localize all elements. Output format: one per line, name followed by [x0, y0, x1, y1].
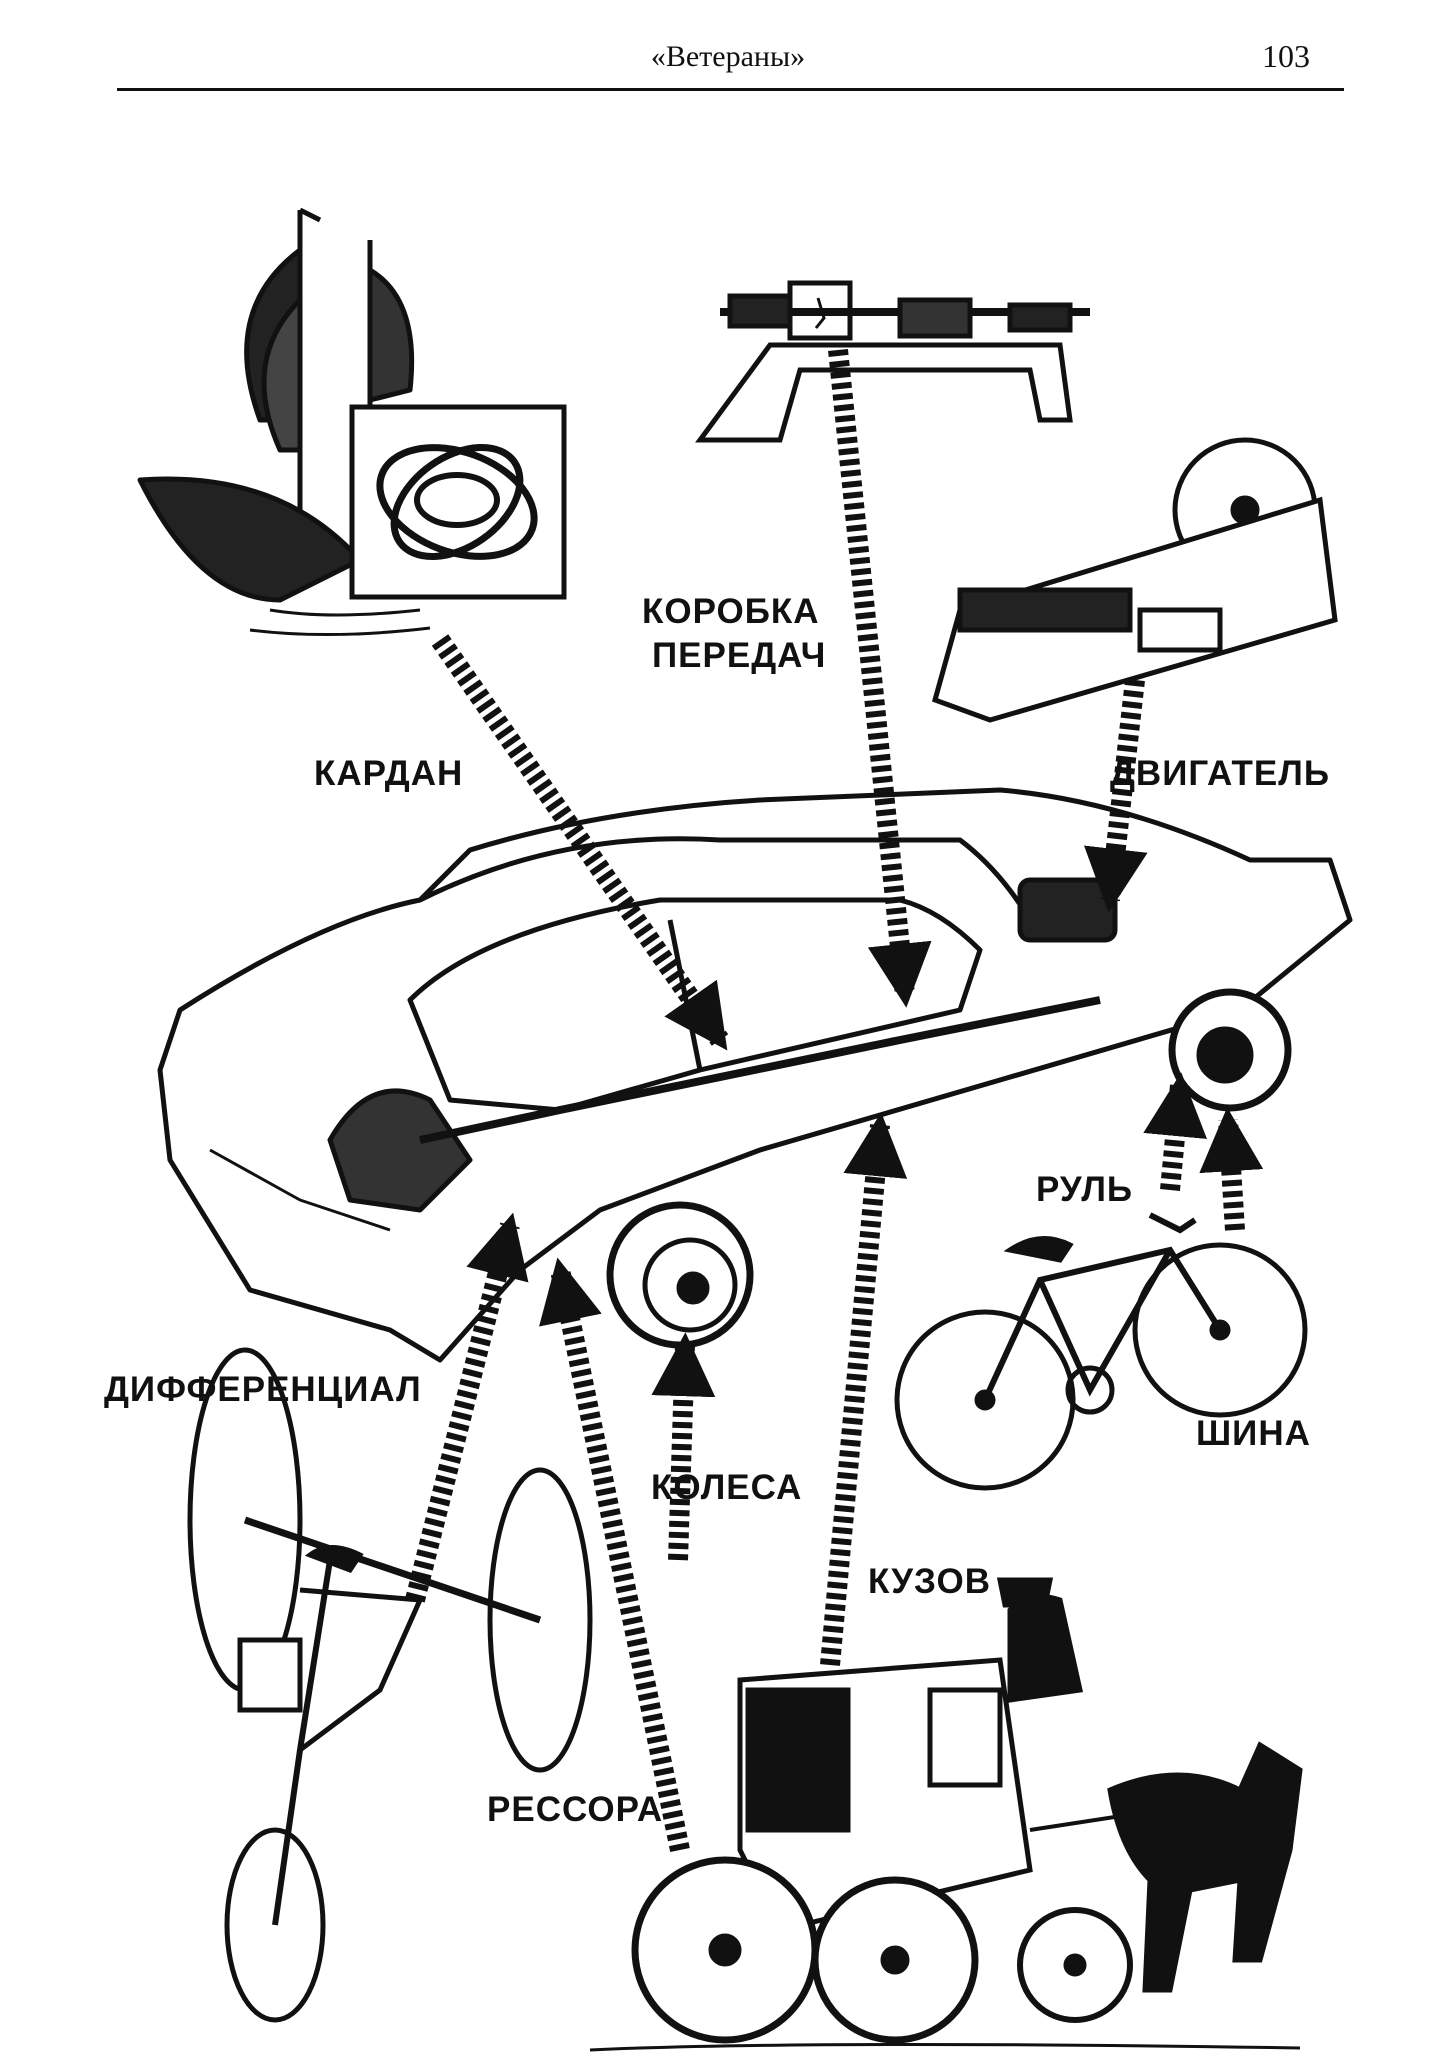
arrow-wheels: [651, 1332, 716, 1561]
arrow-tire: [1199, 1107, 1264, 1231]
label-engine: ДВИГАТЕЛЬ: [1110, 754, 1330, 793]
label-steering: РУЛЬ: [1036, 1170, 1134, 1209]
label-wheels: КОЛЕСА: [651, 1468, 803, 1507]
arrow-gearbox: [828, 348, 932, 1008]
connector-arrows: [405, 348, 1264, 1853]
label-gearbox-line1: КОРОБКА: [642, 592, 820, 631]
arrow-steering: [1143, 1072, 1208, 1191]
page-number: 103: [1262, 38, 1310, 74]
label-body: КУЗОВ: [868, 1562, 991, 1601]
label-gearbox-line2: ПЕРЕДАЧ: [652, 636, 827, 675]
header-rule: [117, 88, 1344, 91]
sailing-ship-icon: [137, 207, 431, 637]
arrow-spring: [539, 1257, 690, 1853]
arrow-differential: [405, 1212, 529, 1603]
arrow-kardan: [431, 634, 729, 1051]
steam-engine-icon: [931, 437, 1338, 723]
lathe-icon: [695, 280, 1090, 443]
old-tricycle-icon: [187, 1347, 593, 2023]
label-differential: ДИФФЕРЕНЦИАЛ: [104, 1370, 422, 1409]
label-spring: РЕССОРА: [487, 1790, 664, 1829]
arrow-body: [820, 1112, 908, 1666]
label-kardan: КАРДАН: [314, 754, 464, 793]
car-icon: [157, 787, 1353, 1363]
arrow-engine: [1083, 678, 1148, 913]
label-tire: ШИНА: [1196, 1414, 1311, 1453]
horse-carriage-icon: [589, 1577, 1303, 2052]
gimbal-icon: [349, 404, 567, 600]
bicycle-icon: [894, 1212, 1308, 1491]
running-header-title: «Ветераны»: [650, 40, 806, 73]
